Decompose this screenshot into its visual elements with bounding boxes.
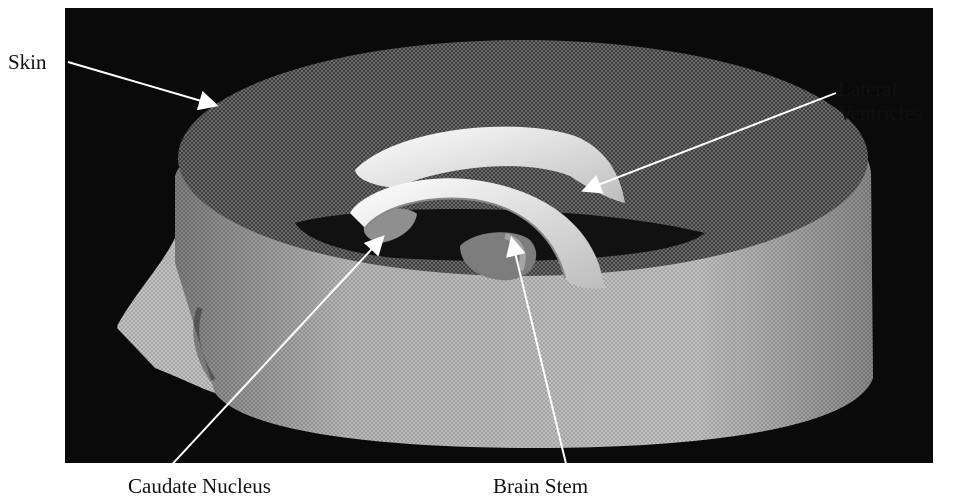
lateral-ventricles-label: Lateral Ventricles <box>838 77 968 125</box>
skin-arrow <box>68 62 215 105</box>
lateral-ventricles-label-line2: Ventricles <box>838 101 968 125</box>
lateral-ventricles-arrow <box>585 93 836 190</box>
skin-label: Skin <box>8 50 47 74</box>
brain-stem-arrow <box>512 240 568 472</box>
caudate-nucleus-arrow <box>165 238 382 472</box>
lateral-ventricles-label-line1: Lateral <box>838 77 968 101</box>
brain-stem-label: Brain Stem <box>493 474 588 498</box>
caudate-nucleus-label: Caudate Nucleus <box>128 474 271 498</box>
